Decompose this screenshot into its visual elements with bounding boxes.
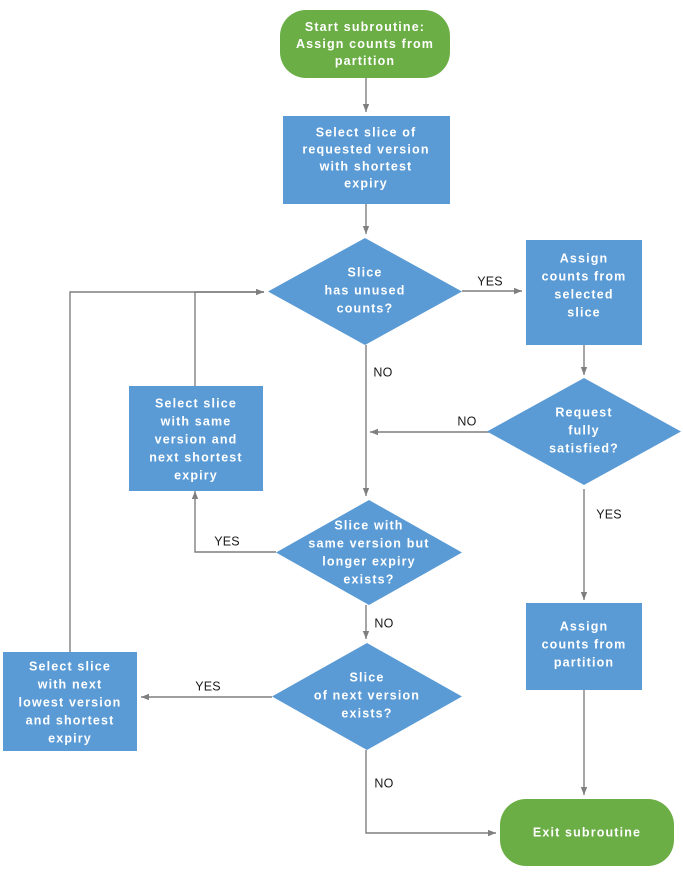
select-requested-label-line-3: with shortest (319, 159, 413, 173)
select-same-version-label-line-3: version and (155, 432, 238, 446)
edge-label-satisfied-no: NO (457, 414, 476, 428)
select-next-lowest-label-line-3: lowest version (19, 695, 122, 709)
select-same-version-label-line-1: Select slice (155, 396, 237, 410)
select-requested-label-line-2: requested version (302, 142, 429, 156)
edge-label-longer-expiry-no: NO (374, 616, 393, 630)
select-same-version-shape (129, 386, 263, 491)
assign-partition-label-line-3: partition (554, 655, 614, 669)
start-label-line-1: Start subroutine: (305, 20, 425, 34)
node-next-version-exists[interactable]: Slice of next version exists? (272, 643, 462, 750)
select-same-version-label-line-2: with same (160, 414, 232, 428)
next-version-label-line-1: Slice (350, 670, 385, 684)
assign-partition-label-line-2: counts from (542, 637, 627, 651)
request-satisfied-label-line-1: Request (555, 405, 612, 419)
select-next-lowest-label-line-2: with next (37, 677, 103, 691)
edge-select-same-version-to-has-unused (194, 288, 264, 386)
select-next-lowest-shape (3, 652, 137, 751)
node-slice-has-unused-counts[interactable]: Slice has unused counts? (268, 238, 462, 345)
start-label-line-2: Assign counts from (296, 37, 434, 51)
edge-label-satisfied-yes: YES (596, 507, 622, 521)
assign-partition-label-line-1: Assign (560, 619, 609, 633)
longer-expiry-shape (276, 500, 462, 605)
node-select-next-lowest-version[interactable]: Select slice with next lowest version an… (3, 652, 137, 751)
has-unused-label-line-2: has unused (325, 283, 406, 297)
select-same-version-label-line-5: expiry (174, 468, 218, 482)
edge-label-layer: YES NO NO YES YES NO YES NO (195, 274, 622, 790)
edge-next-version-no (365, 750, 496, 837)
longer-expiry-label-line-4: exists? (343, 572, 394, 586)
node-start[interactable]: Start subroutine: Assign counts from par… (280, 10, 450, 78)
longer-expiry-label-line-2: same version but (308, 536, 429, 550)
request-satisfied-label-line-3: satisfied? (549, 441, 619, 455)
select-next-lowest-label-line-1: Select slice (29, 659, 111, 673)
edge-label-next-version-no: NO (374, 776, 393, 790)
edge-label-has-unused-no: NO (373, 365, 392, 379)
edge-longer-expiry-yes (191, 491, 276, 553)
assign-selected-label-line-1: Assign (560, 251, 609, 265)
exit-shape (500, 799, 674, 866)
has-unused-label-line-3: counts? (337, 301, 394, 315)
start-shape (280, 10, 450, 78)
node-select-same-version-next-shortest[interactable]: Select slice with same version and next … (129, 386, 263, 491)
start-label-line-3: partition (335, 54, 395, 68)
select-same-version-label-line-4: next shortest (149, 450, 242, 464)
longer-expiry-label-line-1: Slice with (334, 518, 403, 532)
select-next-lowest-label-line-5: expiry (48, 731, 92, 745)
edge-label-next-version-yes: YES (195, 679, 221, 693)
node-assign-counts-selected-slice[interactable]: Assign counts from selected slice (526, 240, 642, 345)
request-satisfied-label-line-2: fully (568, 423, 599, 437)
select-requested-label-line-4: expiry (344, 176, 388, 190)
edge-label-longer-expiry-yes: YES (214, 534, 240, 548)
next-version-shape (272, 643, 462, 750)
select-requested-label-line-1: Select slice of (316, 125, 417, 139)
node-longer-expiry-exists[interactable]: Slice with same version but longer expir… (276, 500, 462, 605)
exit-label: Exit subroutine (533, 825, 641, 839)
assign-selected-shape (526, 240, 642, 345)
select-requested-shape (283, 116, 450, 204)
next-version-label-line-2: of next version (314, 688, 420, 702)
edge-select-next-lowest-to-has-unused (69, 291, 264, 652)
select-next-lowest-label-line-4: and shortest (26, 713, 115, 727)
node-exit[interactable]: Exit subroutine (500, 799, 674, 866)
connector-layer (69, 78, 588, 837)
node-assign-counts-partition[interactable]: Assign counts from partition (526, 603, 642, 690)
next-version-label-line-3: exists? (341, 706, 392, 720)
node-select-requested-version[interactable]: Select slice of requested version with s… (283, 116, 450, 204)
has-unused-shape (268, 238, 462, 345)
longer-expiry-label-line-3: longer expiry (322, 554, 415, 568)
assign-selected-label-line-2: counts from (542, 269, 627, 283)
assign-partition-shape (526, 603, 642, 690)
request-satisfied-shape (487, 378, 681, 485)
node-request-fully-satisfied[interactable]: Request fully satisfied? (487, 378, 681, 485)
assign-selected-label-line-4: slice (567, 305, 601, 319)
assign-selected-label-line-3: selected (554, 287, 613, 301)
edge-label-has-unused-yes: YES (477, 274, 503, 288)
has-unused-label-line-1: Slice (348, 265, 383, 279)
